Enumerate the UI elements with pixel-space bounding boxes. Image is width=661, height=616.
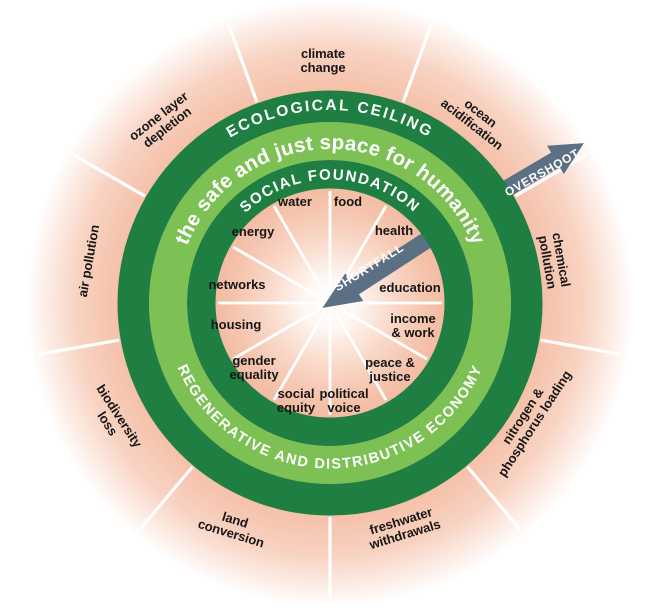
divider-60 [514, 153, 588, 198]
shortfall-arrow-shape [322, 221, 450, 308]
divider-220 [138, 465, 194, 531]
divider-i240 [232, 306, 323, 361]
divider-i330 [272, 205, 327, 296]
overshoot-arrow [487, 143, 584, 205]
divider-i210 [272, 310, 327, 401]
divider-300 [72, 153, 146, 198]
divider-340 [227, 24, 259, 103]
ecological-segment-dividers [38, 24, 622, 599]
divider-140 [466, 465, 522, 531]
safe-space-ring [149, 122, 511, 484]
divider-260 [38, 338, 120, 356]
divider-i120 [337, 306, 428, 361]
social-segment-dividers [218, 191, 442, 415]
divider-i150 [333, 310, 388, 401]
social-foundation-ring [187, 160, 473, 446]
divider-i300 [232, 245, 323, 300]
overshoot-arrow-shape [487, 143, 584, 205]
shortfall-arrow [322, 221, 450, 308]
divider-100 [540, 338, 622, 356]
ecological-ceiling-ring [117, 90, 543, 516]
divider-20 [401, 24, 433, 103]
